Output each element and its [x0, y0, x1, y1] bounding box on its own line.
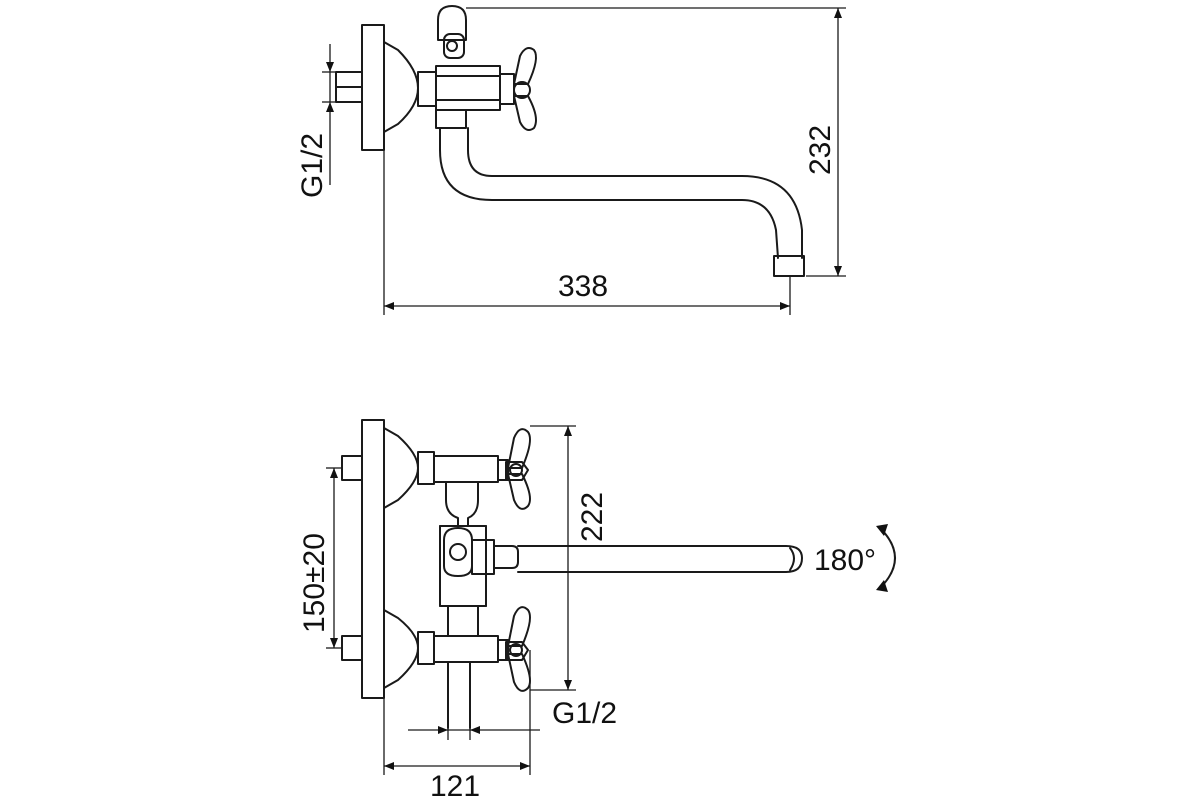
thread-dimension-top: G1/2	[296, 44, 338, 198]
spout-collar	[471, 539, 495, 575]
inlet-pipe-upper	[341, 455, 363, 481]
rotation-indicator: 180°	[814, 524, 896, 592]
spout-top	[439, 127, 803, 259]
aerator-top	[773, 255, 805, 277]
height-label-front: 222	[576, 492, 609, 542]
spacing-label-front: 150±20	[298, 533, 331, 633]
connector-nut-top	[417, 71, 437, 107]
shower-holder-front	[443, 527, 473, 577]
nut-lower	[417, 631, 435, 665]
length-label-top: 338	[558, 270, 608, 303]
inlet-pipe-lower	[341, 635, 363, 661]
escutcheon-lower	[383, 609, 419, 689]
spacing-dimension-front: 150±20	[298, 467, 342, 649]
escutcheon-upper	[383, 427, 419, 509]
height-dimension-top: 232	[466, 7, 846, 277]
depth-label-front: 121	[430, 770, 480, 800]
depth-dimension-front: 121	[384, 650, 531, 800]
upper-arm	[433, 455, 499, 483]
length-dimension-top: 338	[384, 270, 791, 315]
front-view: 150±20	[298, 419, 896, 800]
thread-dimension-front: G1/2	[408, 697, 617, 740]
shower-holder-top	[437, 5, 467, 59]
spout-front	[517, 545, 803, 573]
height-label-top: 232	[804, 125, 837, 175]
lower-arm	[433, 635, 499, 663]
spout-nut-top	[435, 109, 467, 129]
rotation-label: 180°	[814, 544, 876, 577]
thread-label-front: G1/2	[552, 697, 617, 730]
spout-joint	[493, 545, 519, 569]
wall-hatch-top	[361, 24, 385, 151]
mixer-body-top	[435, 65, 501, 111]
cross-handle-upper	[497, 428, 531, 510]
nut-upper	[417, 451, 435, 485]
top-view: G1/2	[296, 5, 846, 315]
wall-hatch-front	[361, 419, 385, 699]
thread-label-top: G1/2	[296, 133, 329, 198]
cross-handle-top	[499, 47, 537, 131]
inlet-pipe-top	[335, 71, 363, 103]
escutcheon-top	[383, 41, 419, 133]
height-dimension-front: 222	[530, 425, 609, 691]
cross-handle-lower	[497, 606, 531, 692]
mixer-body-front	[439, 481, 487, 637]
